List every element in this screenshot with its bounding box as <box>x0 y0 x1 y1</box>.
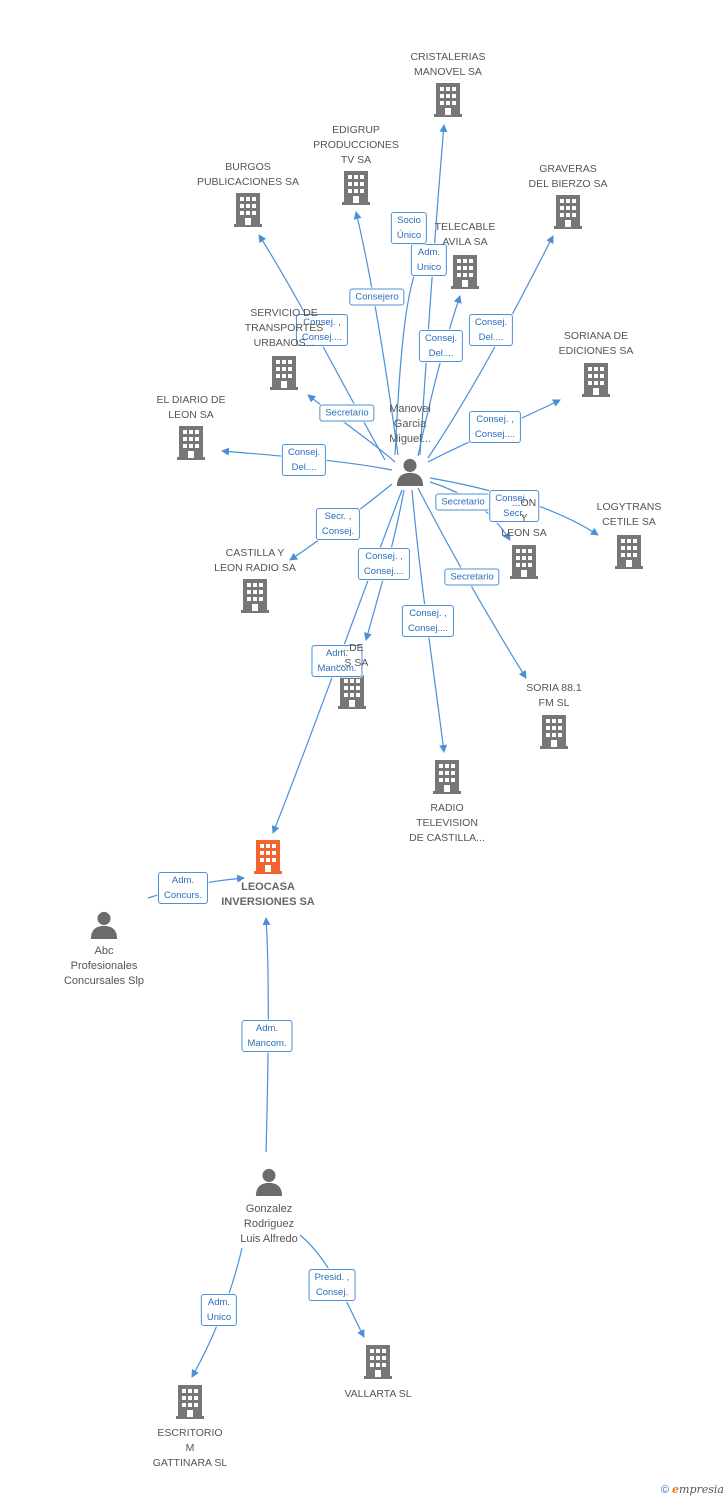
building-icon-castilla[interactable] <box>241 579 269 613</box>
node-label-soriana[interactable]: SORIANA DE EDICIONES SA <box>558 330 634 357</box>
edge-label-escritorio[interactable]: Adm. Unico <box>200 1294 238 1326</box>
edge-label-leocasa-abc[interactable]: Adm. Concurs. <box>157 872 209 904</box>
copyright-icon: © <box>660 1484 669 1496</box>
node-label-telecable[interactable]: TELECABLE AVILA SA <box>434 221 496 248</box>
node-label-soria[interactable]: SORIA 88.1 FM SL <box>526 682 582 709</box>
node-label-castilla[interactable]: CASTILLA Y LEON RADIO SA <box>214 547 296 574</box>
building-icon-hidden[interactable] <box>338 675 366 709</box>
node-label-logytrans[interactable]: LOGYTRANS CETILE SA <box>596 501 662 528</box>
edge-label-soriana[interactable]: Consej. , Consej.... <box>468 411 522 443</box>
edge-label-comunicacion[interactable]: Secretario <box>435 493 491 511</box>
node-label-cristalerias[interactable]: CRISTALERIAS MANOVEL SA <box>410 51 486 78</box>
node-label-comunicacion[interactable]: ...ON Y LEON SA <box>501 497 547 539</box>
edge-label-leocasa-gonzalez[interactable]: Adm. Mancom. <box>241 1020 293 1052</box>
edge-label-logytrans[interactable]: Consej. , Secr. <box>489 490 539 522</box>
edge-label-vallarta[interactable]: Presid. , Consej. <box>308 1269 356 1301</box>
edge-label-burgos[interactable]: Consej. , Consej.... <box>295 314 349 346</box>
building-icon-telecable[interactable] <box>451 255 479 289</box>
node-label-gonzalez[interactable]: Gonzalez Rodriguez Luis Alfredo <box>240 1203 298 1245</box>
node-label-vallarta[interactable]: VALLARTA SL <box>344 1388 412 1400</box>
building-icon-diario[interactable] <box>177 426 205 460</box>
person-icon-manovel[interactable] <box>396 458 424 486</box>
building-icon-escritorio[interactable] <box>176 1385 204 1419</box>
node-label-leocasa[interactable]: LEOCASA INVERSIONES SA <box>221 881 315 908</box>
edge-label-graveras[interactable]: Consej. Del.... <box>468 314 514 346</box>
edge-label-servicio[interactable]: Secretario <box>319 404 375 422</box>
node-label-graveras[interactable]: GRAVERAS DEL BIERZO SA <box>528 163 608 190</box>
node-label-radio[interactable]: RADIO TELEVISION DE CASTILLA... <box>409 802 485 844</box>
building-icon-soria[interactable] <box>540 715 568 749</box>
edge-manovel-to-edigrup <box>353 211 399 456</box>
edge-label-castilla[interactable]: Secr. , Consej. <box>315 508 361 540</box>
edge-label-telecable[interactable]: Consej. Del.... <box>418 330 464 362</box>
edges-layer <box>147 124 599 1378</box>
node-label-abc[interactable]: Abc Profesionales Concursales Slp <box>63 945 145 987</box>
node-label-hidden[interactable]: ...DE ...S SA <box>335 642 369 669</box>
node-label-edigrup[interactable]: EDIGRUP PRODUCCIONES TV SA <box>313 124 399 166</box>
node-label-diario[interactable]: EL DIARIO DE LEON SA <box>156 394 226 421</box>
person-icon-abc[interactable] <box>90 911 118 939</box>
edge-label-leocasa-manovel[interactable]: Adm. Mancom. <box>311 645 363 677</box>
building-icon-vallarta[interactable] <box>364 1345 392 1379</box>
node-label-burgos[interactable]: BURGOS PUBLICACIONES SA <box>196 161 300 188</box>
edge-label-hidden[interactable]: Consej. , Consej.... <box>357 548 411 580</box>
building-icon-comunicacion[interactable] <box>510 545 538 579</box>
footer-brand: © empresia <box>661 1483 724 1496</box>
edge-label-radio[interactable]: Consej. , Consej.... <box>401 605 455 637</box>
edge-manovel-to-telecable <box>417 295 462 457</box>
edge-label-cristalerias[interactable]: Adm. Unico <box>410 244 448 276</box>
person-icon-gonzalez[interactable] <box>255 1168 283 1196</box>
edge-label-socio[interactable]: Socio Único <box>390 212 428 244</box>
focus-building-icon-leocasa[interactable] <box>254 840 282 874</box>
node-label-escritorio[interactable]: ESCRITORIO M GATTINARA SL <box>152 1427 228 1469</box>
edge-label-soria[interactable]: Secretario <box>444 568 500 586</box>
building-icon-cristalerias[interactable] <box>434 83 462 117</box>
building-icon-edigrup[interactable] <box>342 171 370 205</box>
building-icon-servicio[interactable] <box>270 356 298 390</box>
node-label-manovel[interactable]: Manovel Garcia Miguel... <box>389 403 431 445</box>
edge-manovel-to-servicio <box>307 394 396 463</box>
edge-label-diario[interactable]: Consej. Del.... <box>281 444 327 476</box>
building-icon-radio[interactable] <box>433 760 461 794</box>
building-icon-burgos[interactable] <box>234 193 262 227</box>
empresia-logo[interactable]: empresia <box>672 1483 724 1496</box>
edge-label-edigrup[interactable]: Consejero <box>349 288 405 306</box>
edge-manovel-to-cristalerias <box>419 124 448 456</box>
building-icon-soriana[interactable] <box>582 363 610 397</box>
node-label-servicio[interactable]: SERVICIO DE TRANSPORTES URBANOS... <box>244 307 324 349</box>
building-icon-logytrans[interactable] <box>615 535 643 569</box>
building-icon-graveras[interactable] <box>554 195 582 229</box>
nodes-layer <box>90 83 643 1419</box>
